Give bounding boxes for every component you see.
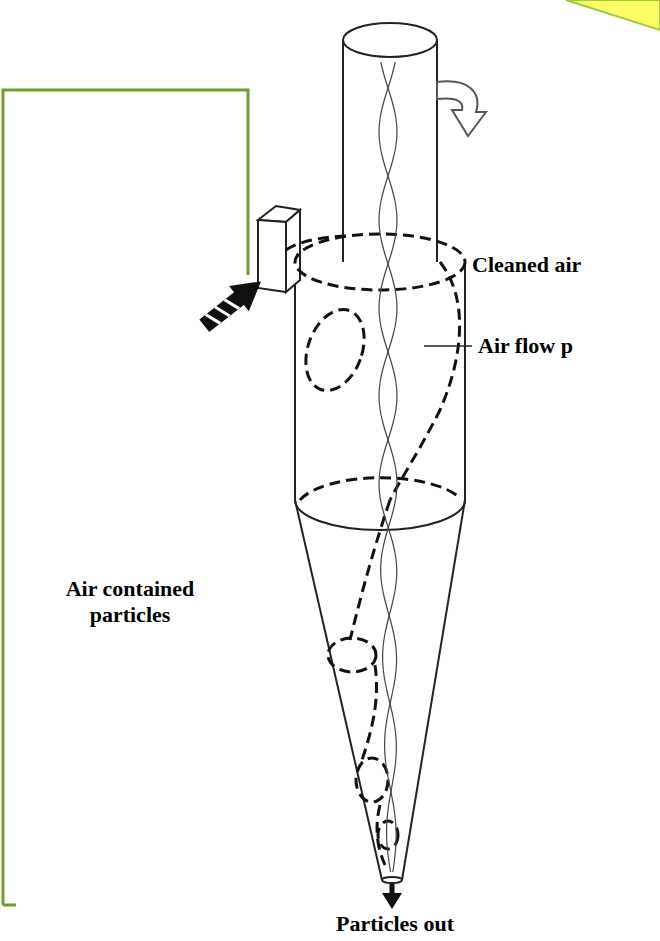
arrow-head xyxy=(382,893,402,909)
cyclone-body xyxy=(295,262,465,883)
inlet-duct xyxy=(258,206,300,292)
body-wall xyxy=(464,262,466,500)
outlet-arrow xyxy=(382,884,402,909)
leader-line xyxy=(424,345,472,347)
dust-outlet xyxy=(382,877,402,883)
panel-border xyxy=(3,90,248,905)
exit-arrow xyxy=(437,81,486,136)
arrow-stripe xyxy=(215,303,230,319)
arrow-stripe xyxy=(225,296,240,312)
flow-loop xyxy=(286,236,350,250)
pipe-wall xyxy=(342,40,344,262)
body-wall xyxy=(294,262,296,500)
air-flow-path xyxy=(286,234,465,865)
pipe-wall xyxy=(436,40,438,262)
inlet-label: Air contained particles xyxy=(30,576,230,628)
panel-border xyxy=(3,904,16,907)
vortex-finder xyxy=(343,23,437,262)
flow-loop xyxy=(350,500,390,640)
flow-loop xyxy=(295,234,465,290)
flow-loop xyxy=(328,638,376,672)
vortex-strand xyxy=(379,62,397,872)
flow-loop xyxy=(295,301,374,398)
corner-tag xyxy=(566,0,660,30)
pipe-top xyxy=(343,23,437,57)
flow-loop xyxy=(362,665,377,760)
flow-loop xyxy=(390,262,460,500)
outlet-label: Cleaned air xyxy=(472,252,632,278)
inner-vortex xyxy=(379,62,397,872)
outlet-label: Particles out xyxy=(310,911,480,937)
inlet-arrow xyxy=(194,269,270,339)
arrow-stripe xyxy=(206,311,221,327)
body-rim xyxy=(295,500,465,530)
arrow-head xyxy=(229,269,271,311)
cone-wall xyxy=(402,500,465,880)
flow-loop xyxy=(378,821,398,849)
inlet-side xyxy=(286,210,300,292)
flow-loop xyxy=(356,758,388,802)
inlet-front xyxy=(258,220,286,292)
flow-label: Air flow p xyxy=(478,333,656,359)
cone-wall xyxy=(295,500,382,880)
vortex-strand xyxy=(379,62,397,872)
